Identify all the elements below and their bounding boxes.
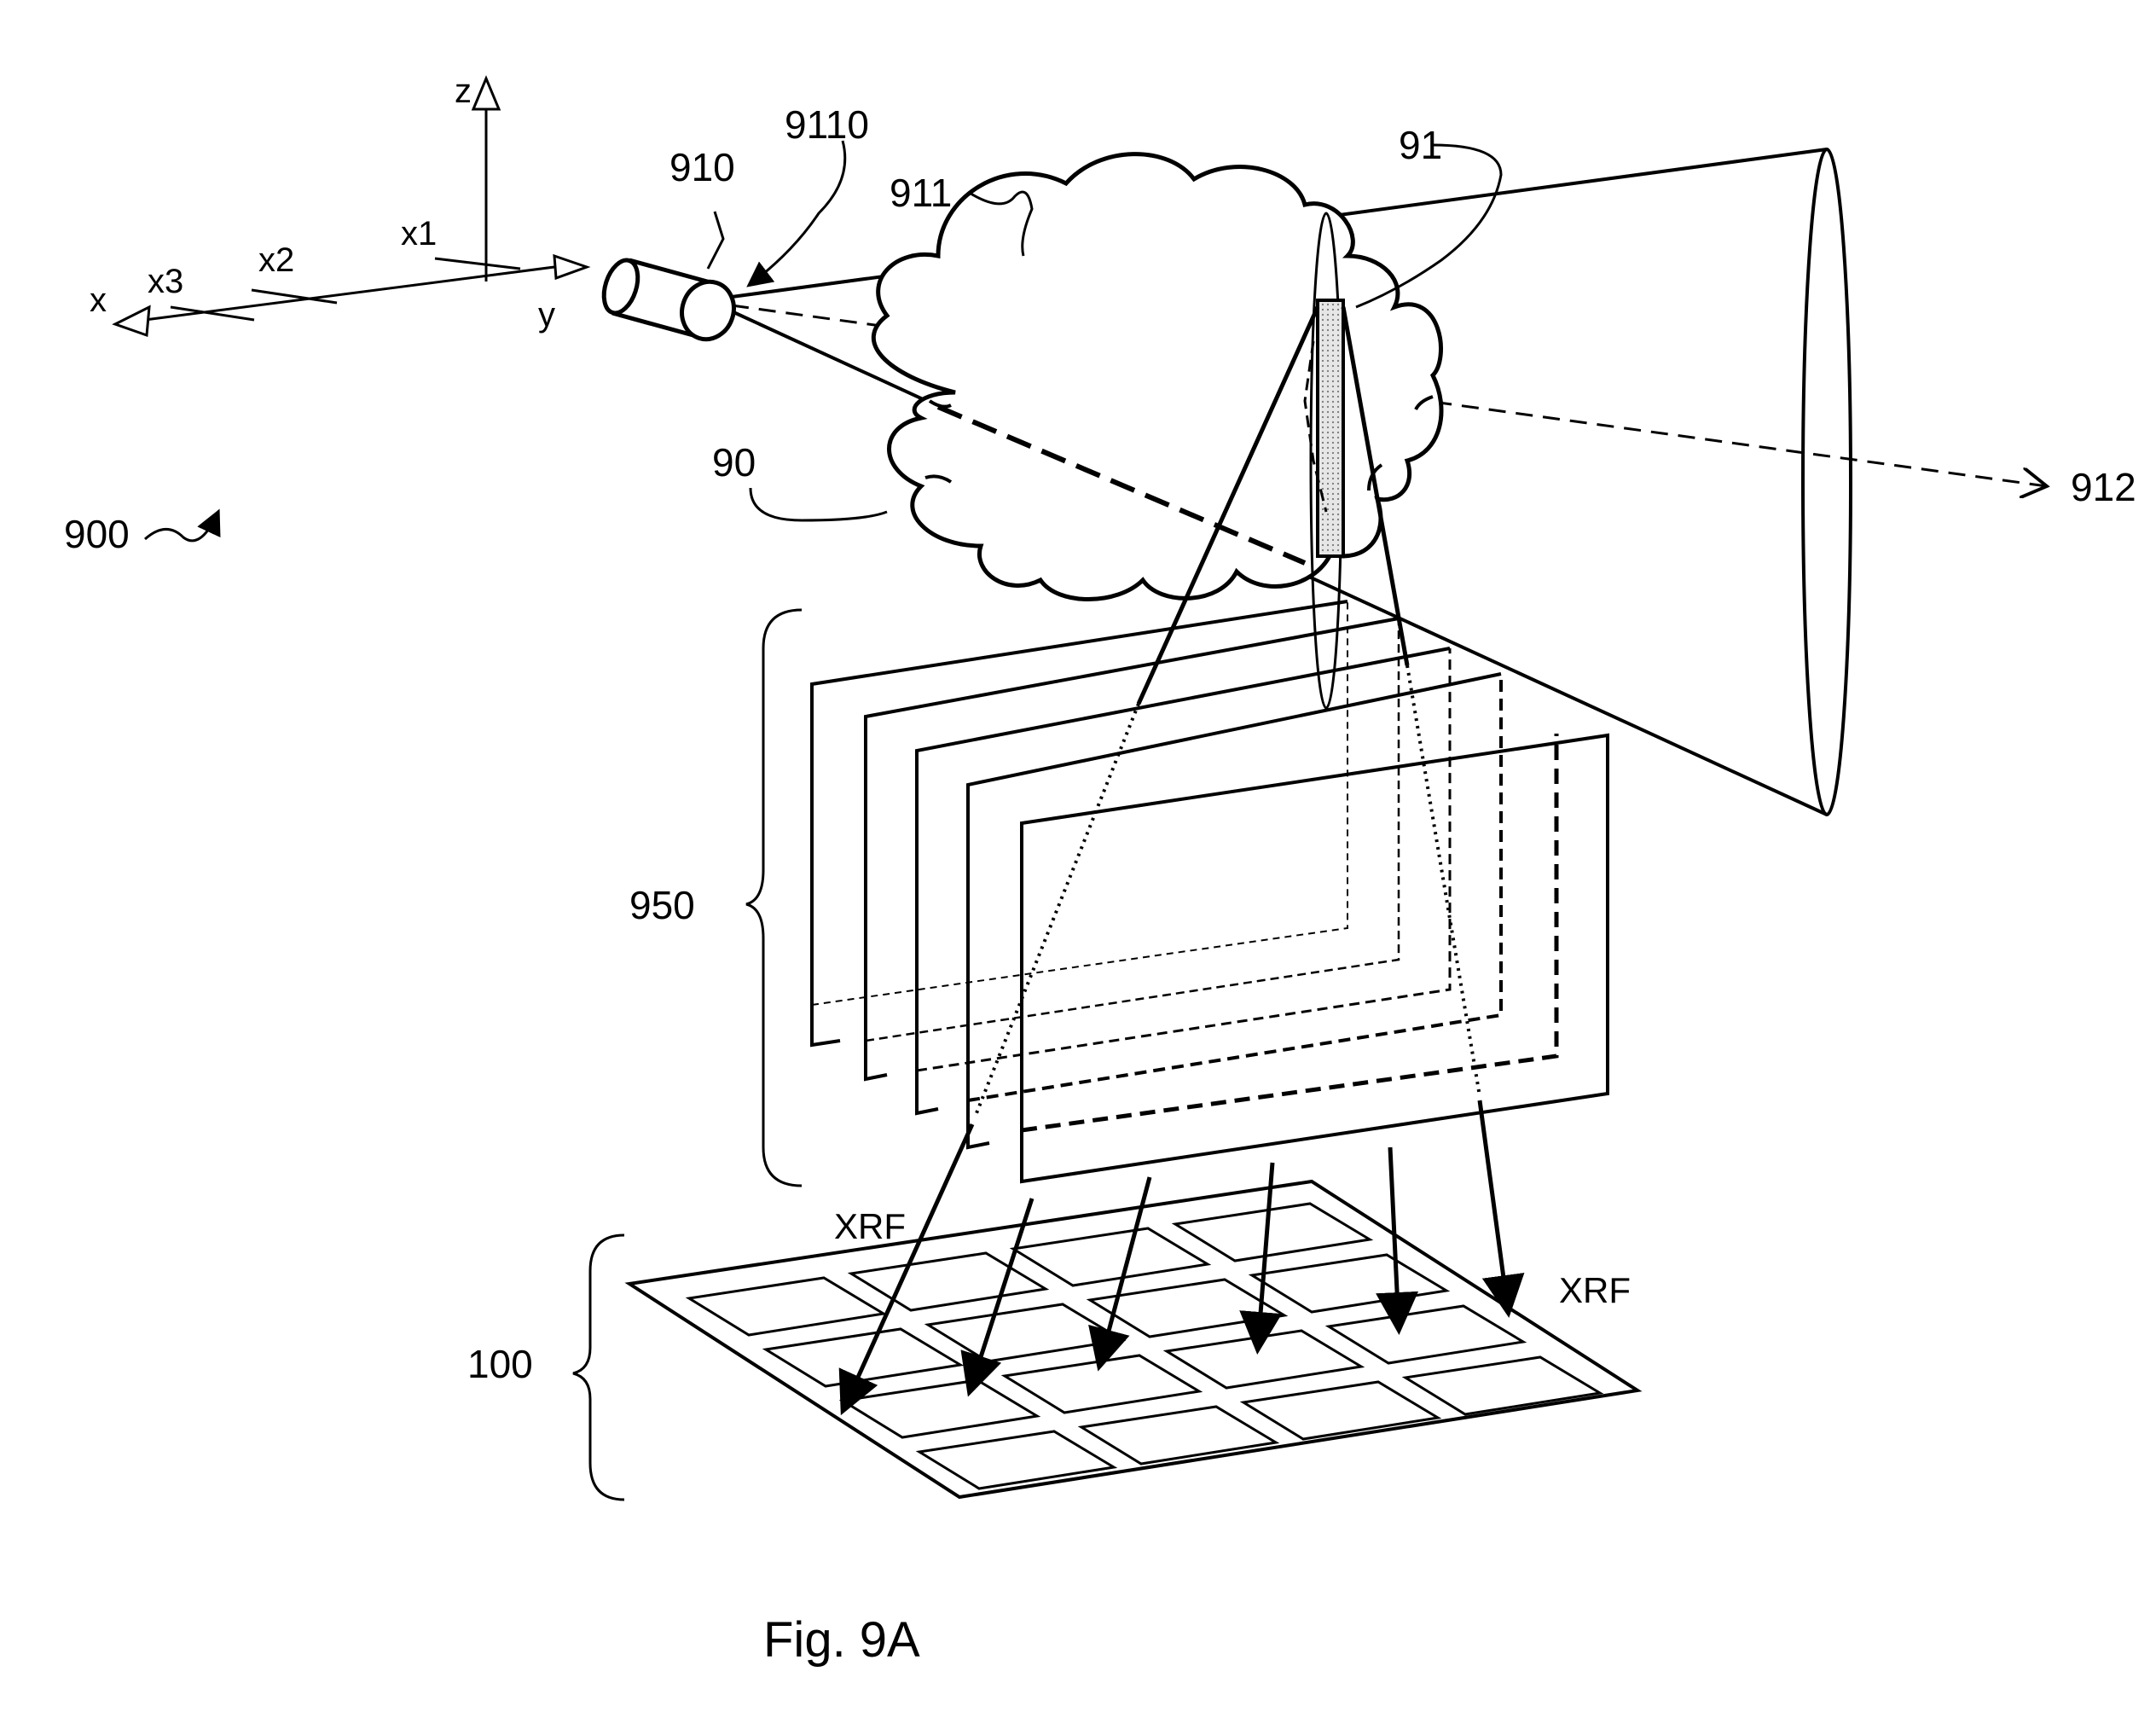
detector-pixel (1401, 1355, 1604, 1416)
z-axis-arrowhead (471, 75, 501, 111)
plane-2 (864, 617, 1400, 1082)
plane-3 (915, 647, 1451, 1116)
source-back-cap (601, 258, 640, 316)
axis-label-x1: x1 (401, 215, 437, 252)
emission-lines (975, 305, 1481, 1114)
xrf-arrow-1 (838, 1123, 975, 1416)
emission-left-solid (1136, 305, 1320, 705)
label-source: 910 (669, 145, 735, 189)
plane-3-hidden-edge (916, 648, 1452, 1072)
detector-pixel (1000, 1354, 1203, 1414)
brackets (572, 608, 803, 1501)
slice-hidden-edge (1303, 340, 1328, 513)
emission-right-solid (1341, 306, 1410, 666)
x-axis-arrowhead (112, 305, 151, 338)
label-detector: 100 (467, 1342, 533, 1386)
x2-tick (251, 288, 338, 305)
detector-pixel (838, 1378, 1041, 1439)
cloud-inner-curve-3 (1414, 395, 1434, 410)
xrf-arrow-5 (1376, 1146, 1419, 1335)
detector-pixel (1009, 1227, 1212, 1287)
emission-right-dotted (1405, 665, 1481, 1097)
detector-pixel (1324, 1304, 1527, 1365)
source-top-edge (629, 258, 717, 287)
x1-tick (434, 257, 521, 270)
beam-lower-edge-hidden (936, 404, 1307, 566)
source-front-cap (680, 279, 736, 342)
axis-label-x: x (90, 281, 107, 319)
cloud-shape (871, 152, 1444, 601)
beam-end-ellipse (1801, 148, 1852, 816)
detection-planes (810, 600, 1609, 1184)
detector-pixel (1248, 1253, 1451, 1314)
label-planes: 950 (629, 883, 695, 927)
slice-dotted-region (1316, 299, 1345, 558)
leader-9110 (746, 140, 847, 287)
xrf-arrow-3 (1088, 1176, 1152, 1372)
label-region: 91 (1399, 123, 1442, 167)
cloud-inner-curve-2 (924, 474, 953, 484)
detector-pixel (1086, 1278, 1289, 1338)
detector-pixel (915, 1430, 1118, 1490)
label-system: 900 (64, 512, 130, 556)
sample-cloud (871, 152, 1444, 601)
detector-pixel (685, 1276, 888, 1337)
label-xrf-right: XRF (1559, 1270, 1631, 1310)
axis-label-x2: x2 (258, 241, 294, 279)
leader-lines (144, 140, 1503, 543)
detector-pixel (1239, 1380, 1442, 1441)
label-beam: 911 (890, 171, 952, 215)
axis-label-x3: x3 (148, 263, 183, 300)
label-beam-axis: 912 (2071, 465, 2136, 509)
axis-label-y: y (538, 296, 555, 334)
axis-label-z: z (455, 73, 472, 110)
x-y-axis-line (144, 265, 555, 322)
plane-1 (810, 600, 1348, 1048)
detector-pixel (1171, 1202, 1374, 1262)
plane-5-hidden-edge (1021, 734, 1559, 1133)
planes-bracket (745, 608, 803, 1187)
label-sample: 90 (712, 440, 756, 485)
region-slice (1303, 212, 1345, 710)
plane-4-hidden-edge (967, 674, 1503, 1102)
detector-grid (624, 1179, 1643, 1500)
label-source-exit: 9110 (785, 102, 869, 147)
leader-911 (967, 190, 1034, 257)
source-bottom-edge (611, 311, 700, 340)
xrf-arrow-2 (960, 1198, 1035, 1397)
leader-90 (749, 487, 888, 522)
detector-pixel (924, 1303, 1127, 1363)
leader-900 (144, 508, 221, 543)
leader-91 (1355, 143, 1503, 309)
coordinate-axes (112, 75, 591, 338)
y-axis-arrowhead (553, 253, 591, 281)
xray-source (601, 258, 736, 342)
detector-pixel (847, 1251, 1050, 1312)
plane-1-hidden-edge (811, 601, 1348, 1006)
x3-tick (170, 305, 255, 322)
label-xrf-left: XRF (834, 1206, 906, 1246)
detector-pixel (1077, 1405, 1280, 1466)
detector-bracket (572, 1233, 625, 1501)
xrf-arrow-4 (1239, 1162, 1283, 1355)
detector-pixel (762, 1327, 965, 1388)
plane-5 (1020, 733, 1609, 1184)
plane-4 (966, 672, 1502, 1150)
leader-910 (706, 211, 725, 270)
xrf-arrow-6 (1477, 1100, 1525, 1318)
figure-caption: Fig. 9A (763, 1612, 920, 1668)
plane-2-hidden-edge (865, 618, 1400, 1042)
xrf-arrows (838, 1100, 1525, 1416)
detector-outline (624, 1179, 1643, 1500)
detector-pixel (1162, 1329, 1365, 1390)
